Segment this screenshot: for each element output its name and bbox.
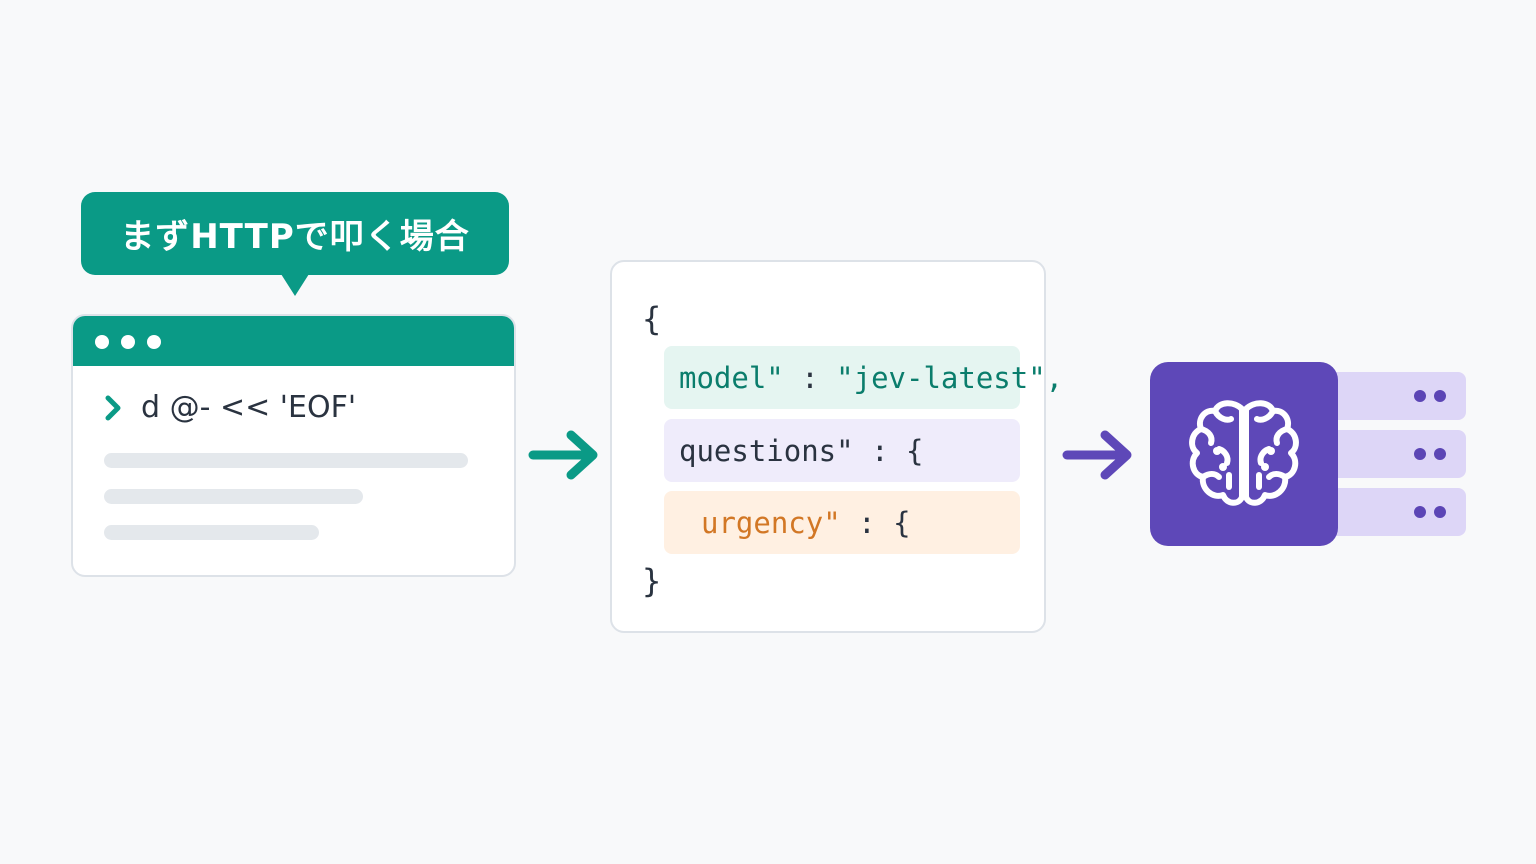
json-row-urgency: urgency" : { — [664, 491, 1020, 554]
terminal-titlebar — [73, 316, 514, 366]
json-separator: : — [840, 505, 894, 540]
ai-model-tile — [1150, 362, 1338, 546]
server-led-icon — [1414, 448, 1426, 460]
json-row-model: model" : "jev-latest", — [664, 346, 1063, 409]
json-key: urgency" — [701, 505, 841, 540]
placeholder-line — [104, 453, 468, 468]
server-led-icon — [1434, 448, 1446, 460]
callout-bubble: まずHTTPで叩く場合 — [81, 192, 509, 275]
json-key: questions" — [679, 433, 854, 468]
json-separator: : — [853, 433, 906, 468]
placeholder-line — [104, 525, 319, 540]
arrow-right-icon — [1062, 430, 1132, 480]
json-value: "jev-latest", — [836, 360, 1064, 395]
server-led-icon — [1414, 506, 1426, 518]
window-dot-icon — [147, 335, 161, 349]
server-icon — [1320, 372, 1466, 420]
json-value: { — [893, 505, 911, 540]
window-dot-icon — [121, 335, 135, 349]
chevron-right-icon — [105, 395, 121, 420]
terminal-prompt-line: d @- << 'EOF' — [103, 390, 356, 425]
json-payload-card: { model" : "jev-latest", questions" : { … — [610, 260, 1063, 633]
callout-tail — [281, 274, 309, 296]
arrow-right-icon — [528, 430, 598, 480]
window-dot-icon — [95, 335, 109, 349]
json-value: { — [906, 433, 924, 468]
callout-text: まずHTTPで叩く場合 — [120, 217, 470, 257]
server-led-icon — [1414, 390, 1426, 402]
json-row-questions: questions" : { — [664, 419, 1020, 482]
terminal-window: d @- << 'EOF' — [71, 314, 516, 577]
terminal-command: d @- << 'EOF' — [141, 390, 357, 425]
server-icon — [1320, 488, 1466, 536]
json-open-brace: { — [642, 300, 662, 338]
server-led-icon — [1434, 390, 1446, 402]
json-key: model" — [679, 360, 784, 395]
json-close-brace: } — [642, 562, 662, 600]
json-separator: : — [783, 360, 837, 395]
placeholder-line — [104, 489, 363, 504]
server-icon — [1320, 430, 1466, 478]
server-led-icon — [1434, 506, 1446, 518]
brain-icon — [1189, 400, 1299, 506]
